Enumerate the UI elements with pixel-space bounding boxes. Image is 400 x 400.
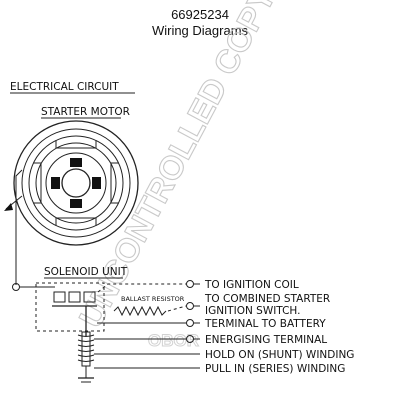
- terminal-label-energising: ENERGISING TERMINAL: [205, 334, 327, 346]
- starter-switch-terminal: [186, 302, 194, 310]
- hold-on-winding: [77, 334, 95, 362]
- page-subtitle: Wiring Diagrams: [152, 23, 249, 38]
- field-coil-top: [55, 140, 97, 149]
- terminal-label-ignition-coil: TO IGNITION COIL: [204, 279, 299, 291]
- part-number: 66925234: [171, 7, 229, 22]
- solenoid-label: SOLENOID UNIT: [44, 266, 128, 278]
- motor-label: STARTER MOTOR: [41, 106, 130, 118]
- ground-arrow-icon: [4, 203, 13, 211]
- starter-switch-lead: [167, 305, 187, 312]
- terminal-label-hold-on: HOLD ON (SHUNT) WINDING: [205, 349, 354, 361]
- brush-right: [92, 177, 101, 189]
- ignition-coil-terminal: [186, 280, 194, 288]
- watermark-secondary: OBOR: [148, 331, 199, 350]
- ballast-resistor-label: BALLAST RESISTOR: [121, 295, 185, 303]
- terminal-label-combined-starter: TO COMBINED STARTER: [204, 293, 330, 305]
- contact-block-2: [68, 291, 81, 303]
- field-coil-right: [110, 162, 119, 204]
- solenoid-box-outline: [35, 282, 105, 332]
- motor-ring-3: [28, 135, 124, 231]
- ignition-coil-lead: [97, 283, 186, 293]
- field-coil-bottom: [55, 217, 97, 226]
- ballast-resistor-symbol: [113, 305, 167, 317]
- motor-ring-4: [35, 142, 117, 224]
- brush-top: [70, 158, 82, 167]
- solenoid-unit-symbol: [12, 282, 105, 383]
- terminal-leads: [94, 280, 200, 369]
- battery-terminal: [186, 319, 194, 327]
- starter-motor-symbol: [4, 120, 139, 285]
- terminal-label-battery: TERMINAL TO BATTERY: [204, 318, 326, 330]
- terminal-label-ignition-switch: IGNITION SWITCH.: [205, 305, 300, 317]
- brush-left: [51, 177, 60, 189]
- motor-outer-ring: [13, 120, 139, 246]
- field-coil-left: [33, 162, 42, 204]
- motor-ring-2: [21, 128, 131, 238]
- energising-terminal: [186, 335, 194, 343]
- contact-block-3: [83, 291, 96, 303]
- terminal-label-pull-in: PULL IN (SERIES) WINDING: [205, 363, 345, 375]
- section-title: ELECTRICAL CIRCUIT: [10, 81, 119, 93]
- motor-armature: [61, 168, 91, 198]
- brush-bottom: [70, 199, 82, 208]
- contact-block-1: [53, 291, 66, 303]
- motor-lead: [15, 169, 23, 285]
- motor-ring-5: [45, 152, 107, 214]
